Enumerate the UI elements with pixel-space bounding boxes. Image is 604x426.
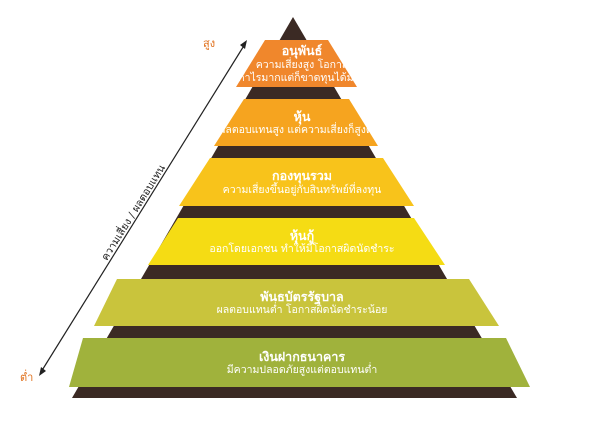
tier-description: กำไรมากแต่ก็ขาดทุนได้มาก — [238, 71, 366, 84]
tier-description: ความเสี่ยงสูง โอกาส — [255, 58, 349, 71]
tier-shape-2 — [214, 99, 378, 146]
tier-title: เงินฝากธนาคาร — [258, 348, 346, 364]
tier-shape-3 — [179, 158, 414, 206]
tier-description: ความเสี่ยงขึ้นอยู่กับสินทรัพย์ที่ลงทุน — [222, 183, 382, 196]
tier-title: กองทุนรวม — [272, 168, 332, 183]
tier-label-3: กองทุนรวมความเสี่ยงขึ้นอยู่กับสินทรัพย์ท… — [0, 168, 604, 197]
tier-title: อนุพันธ์ — [281, 43, 323, 58]
tier-title: พันธบัตรรัฐบาล — [260, 288, 344, 304]
tier-shape-5 — [94, 279, 499, 326]
tier-title: หุ้น — [293, 108, 311, 124]
tier-label-1: อนุพันธ์ความเสี่ยงสูง โอกาสกำไรมากแต่ก็ข… — [0, 43, 604, 85]
tier-shape-4 — [148, 218, 445, 265]
tier-label-5: พันธบัตรรัฐบาลผลตอบแทนต่ำ โอกาสผิดนัดชำร… — [0, 289, 604, 318]
axis-arrow-up — [240, 40, 247, 49]
risk-axis-line — [40, 43, 246, 373]
axis-high-label: สูง — [203, 37, 216, 50]
tier-label-2: หุ้นผลตอบแทนสูง แต่ความเสี่ยงก็สูงด้วย — [0, 109, 604, 138]
axis-low-label: ต่ำ — [20, 371, 34, 384]
axis-arrow-down — [39, 367, 46, 376]
tier-label-4: หุ้นกู้ออกโดยเอกชน ทำให้มีโอกาสผิดนัดชำร… — [0, 228, 604, 257]
tier-title: หุ้นกู้ — [289, 227, 315, 243]
tier-label-6: เงินฝากธนาคารมีความปลอดภัยสูงแต่ตอบแทนต่… — [0, 349, 604, 378]
tier-shape-1 — [236, 40, 357, 87]
tier-description: ผลตอบแทนต่ำ โอกาสผิดนัดชำระน้อย — [216, 304, 388, 317]
tier-description: ผลตอบแทนสูง แต่ความเสี่ยงก็สูงด้วย — [219, 124, 385, 137]
tier-shape-6 — [69, 338, 530, 387]
tier-description: ออกโดยเอกชน ทำให้มีโอกาสผิดนัดชำระ — [209, 243, 395, 256]
tier-description: มีความปลอดภัยสูงแต่ตอบแทนต่ำ — [226, 364, 378, 377]
